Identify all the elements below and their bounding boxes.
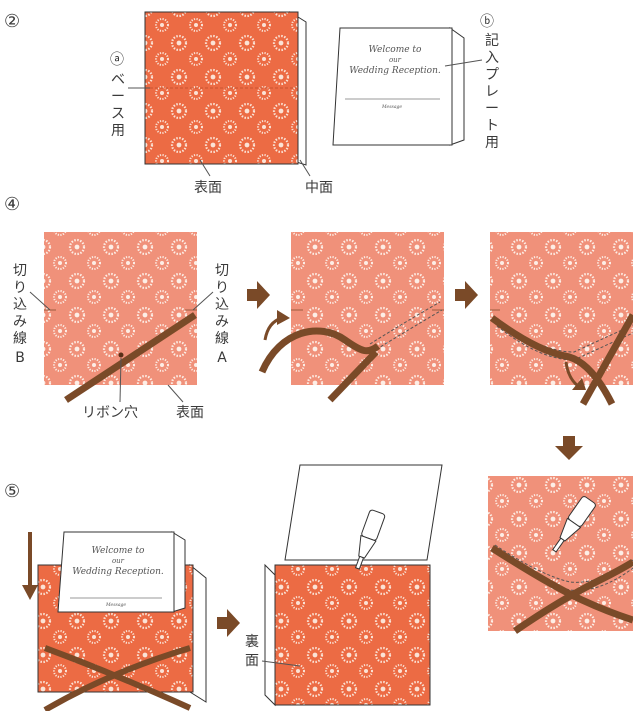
ribbon [327,349,379,403]
step-5-number: ⑤ [4,481,20,502]
svg-text:記: 記 [485,32,499,49]
svg-text:プ: プ [485,67,499,83]
label-inner: 中面 [305,180,333,196]
ribbon [43,645,191,711]
svg-text:Welcome to: Welcome to [92,546,146,556]
plate-welcome-text: Welcome to [369,45,423,55]
mark-b: ⓑ [480,14,494,30]
ribbon [513,559,633,634]
svg-text:Message: Message [105,602,126,608]
ribbon [64,312,197,403]
back-side-label: 裏 面 [245,633,259,669]
arrow-down-icon [22,532,38,600]
plate-reception-text: Wedding Reception. [349,66,441,76]
svg-text:レ: レ [485,84,499,100]
svg-text:切: 切 [215,263,229,279]
svg-text:B: B [15,350,25,366]
ribbon [258,327,381,374]
leader-cut-a [192,291,214,311]
label-front-step4: 表面 [176,405,204,421]
svg-text:A: A [217,350,227,366]
leader-back [261,660,301,667]
name-plate-card-b: Welcome to our Wedding Reception. Messag… [332,27,465,146]
name-plate-back [284,464,443,561]
svg-text:り: り [215,280,229,296]
step5-card-with-plate: Welcome to our Wedding Reception. Messag… [37,531,207,711]
label-front: 表面 [194,180,222,196]
plate-our-text: our [389,56,402,64]
cut-line-a-label: 切 り 込 み 線 A [215,263,229,366]
svg-text:ス: ス [111,106,125,122]
svg-text:面: 面 [245,653,259,669]
svg-text:み: み [13,314,27,330]
curved-arrow-icon [564,361,579,388]
svg-text:our: our [112,557,125,565]
svg-text:切: 切 [13,263,27,279]
svg-text:線: 線 [13,331,27,347]
step4-panel-2 [258,232,444,403]
base-card-a [144,11,307,166]
step4-panel-4 [488,476,633,634]
step-2-number: ② [4,11,20,32]
svg-text:入: 入 [485,50,499,66]
svg-text:込: 込 [13,297,27,313]
svg-text:り: り [13,280,27,296]
svg-text:ベ: ベ [111,72,125,88]
cut-line-b-label: 切 り 込 み 線 B [13,263,27,366]
leader-ribbon-hole [119,357,122,403]
svg-text:線: 線 [215,331,229,347]
svg-text:裏: 裏 [245,633,259,650]
base-use-label: ベ ー ス 用 [111,72,125,139]
leader-line-b [444,59,483,67]
mark-a: ⓐ [110,52,124,68]
arrow-right-icon [217,609,240,637]
step5-card-back [264,464,443,707]
leader-line-front [199,159,211,177]
ribbon [579,313,633,406]
svg-text:込: 込 [215,297,229,313]
svg-text:ト: ト [485,118,499,134]
glue-bottle-icon [552,496,596,553]
ribbon-hole-label: リボン穴 [82,405,138,421]
svg-text:ー: ー [111,89,125,105]
svg-text:ー: ー [485,101,499,117]
leader-cut-b [29,291,51,311]
svg-text:用: 用 [111,123,125,139]
step-4-number: ④ [4,194,20,215]
leader-front-step4 [167,384,184,403]
svg-text:用: 用 [485,135,499,151]
plate-message-text: Message [381,104,402,110]
arrow-right-icon [455,281,478,309]
plate-use-label: 記 入 プ レ ー ト 用 [485,32,499,151]
arrow-right-icon [247,281,270,309]
ribbon-hole-dot [118,352,124,358]
svg-text:み: み [215,314,229,330]
svg-text:Wedding Reception.: Wedding Reception. [72,567,164,577]
step4-panel-3 [489,232,633,406]
glue-bottle-icon [354,509,386,570]
name-plate-inserted: Welcome to our Wedding Reception. Messag… [57,531,186,613]
arrow-down-icon [555,436,583,460]
ribbon [490,545,633,624]
leader-line-inner [299,159,311,177]
